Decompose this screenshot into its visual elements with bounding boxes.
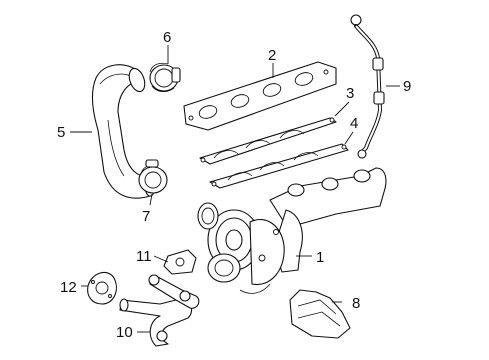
callout-12: 12: [60, 279, 77, 296]
callout-3: 3: [346, 85, 354, 102]
callout-5: 5: [57, 124, 65, 141]
callout-11: 11: [136, 248, 152, 265]
exhaust-gasket: [199, 117, 337, 165]
turbocharger-assembly: [197, 167, 387, 294]
flange-gasket: [87, 271, 117, 305]
callout-2: 2: [268, 47, 276, 64]
callout-4: 4: [350, 115, 358, 132]
exhaust-gasket-2: [209, 143, 349, 189]
callout-6: 6: [163, 29, 171, 46]
callout-10: 10: [116, 324, 133, 341]
hose-clamp-lower: [138, 159, 168, 194]
oil-return-pipe: [119, 274, 200, 347]
mounting-bracket: [163, 249, 197, 275]
callout-1: 1: [316, 249, 324, 266]
callout-9: 9: [403, 78, 411, 95]
oil-feed-line: [350, 14, 385, 159]
leader-lines: [70, 45, 400, 333]
intake-pipe: [91, 64, 156, 199]
manifold-gasket: [183, 61, 337, 131]
callout-8: 8: [352, 295, 360, 312]
hose-clamp-upper: [149, 62, 181, 92]
callout-7: 7: [142, 208, 150, 225]
heat-shield: [289, 289, 351, 339]
